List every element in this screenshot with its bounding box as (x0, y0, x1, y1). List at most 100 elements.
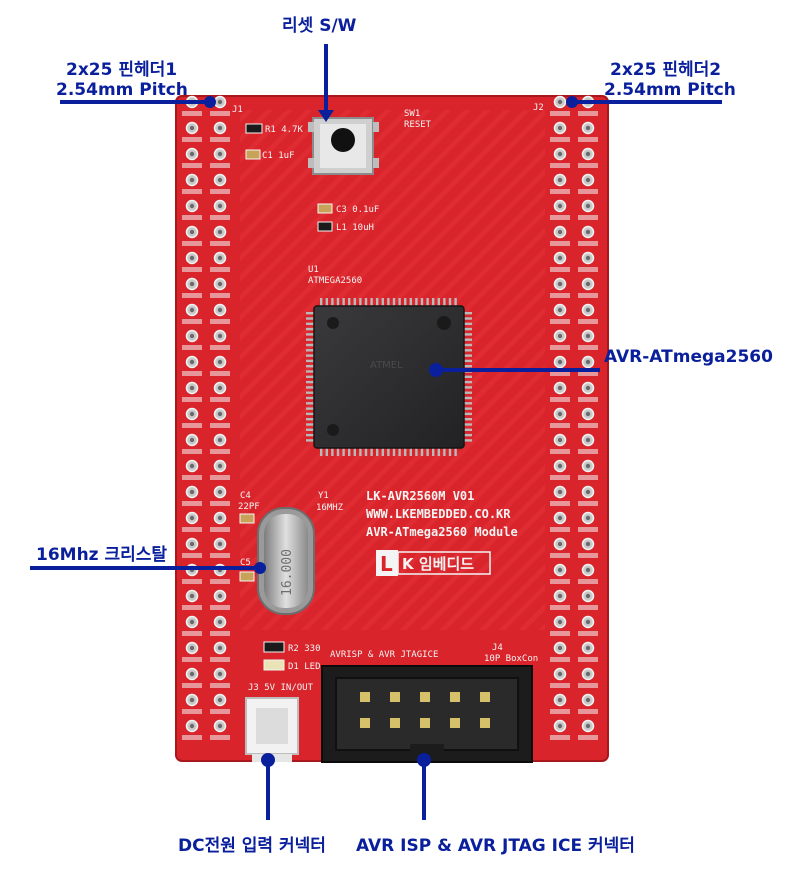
header-hole (217, 255, 223, 261)
mcu-pin (306, 375, 314, 378)
silk-y1-value: 16MHZ (316, 503, 344, 513)
mcu-pin (464, 365, 472, 368)
mcu-pin (464, 312, 472, 315)
header-hole (189, 229, 195, 235)
pin-header-1 (182, 95, 230, 740)
header-pin-label (550, 449, 570, 454)
header-pin-label (182, 267, 202, 272)
silk-c4: C4 (240, 491, 251, 501)
silk-c3: C3 0.1uF (336, 205, 379, 215)
silk-c5: C5 (240, 558, 251, 568)
header-pin-label (578, 371, 598, 376)
mcu-pin (348, 298, 351, 306)
mcu-pin (306, 418, 314, 421)
header-hole (217, 671, 223, 677)
header-pin-label (210, 527, 230, 532)
header-hole (585, 593, 591, 599)
header-pin-label (578, 163, 598, 168)
header-hole (217, 411, 223, 417)
mcu-pin (420, 448, 424, 456)
mcu-pin (325, 448, 328, 456)
header-hole (217, 359, 223, 365)
header-hole (189, 151, 195, 157)
header-hole (557, 645, 563, 651)
header-pin-label (578, 267, 598, 272)
chip-dot-tl (327, 317, 339, 329)
header-hole (217, 385, 223, 391)
label-header1-line1: 2x25 핀헤더1 (66, 60, 178, 80)
isp-pin (450, 692, 460, 702)
mcu-pin (464, 391, 472, 394)
mcu-pin (464, 439, 472, 442)
header-hole (585, 619, 591, 625)
mcu-pin (306, 317, 314, 320)
capacitor-c4 (239, 513, 255, 524)
header-hole (217, 151, 223, 157)
header-hole (557, 307, 563, 313)
mcu-pin (387, 448, 390, 456)
header-hole (585, 125, 591, 131)
header-pin-label (578, 631, 598, 636)
header-hole (557, 437, 563, 443)
mcu-pin (306, 365, 314, 368)
label-header2-line2: 2.54mm Pitch (604, 80, 736, 100)
header-pin-label (578, 137, 598, 142)
header-pin-label (578, 397, 598, 402)
header-hole (189, 515, 195, 521)
header-pin-label (578, 111, 598, 116)
header-hole (557, 567, 563, 573)
mcu-pin (306, 433, 314, 437)
mcu-pin (415, 298, 418, 306)
header-hole (557, 385, 563, 391)
mcu-pin (331, 448, 334, 456)
mcu-pin (306, 439, 314, 442)
header-hole (585, 671, 591, 677)
mcu-pin (464, 386, 472, 389)
header-hole (217, 515, 223, 521)
header-hole (585, 281, 591, 287)
mcu-pin (306, 322, 314, 325)
header-pin-label (578, 449, 598, 454)
mcu-pin (437, 298, 440, 306)
mcu-pin (306, 380, 314, 384)
mcu-pin (464, 349, 472, 352)
mcu-pin (464, 418, 472, 421)
header-hole (189, 255, 195, 261)
header-pin-label (550, 215, 570, 220)
header-pin-label (210, 293, 230, 298)
header-hole (189, 671, 195, 677)
header-hole (585, 489, 591, 495)
header-hole (585, 515, 591, 521)
header-hole (189, 463, 195, 469)
silk-board-line3: AVR-ATmega2560 Module (366, 525, 518, 539)
mcu-pin (464, 428, 472, 431)
mcu-pin (464, 359, 472, 363)
mcu-pin (306, 312, 314, 315)
header-pin-label (550, 631, 570, 636)
label-reset-switch: 리셋 S/W (282, 16, 357, 36)
label-header1-line2: 2.54mm Pitch (56, 80, 188, 100)
header-pin-label (182, 657, 202, 662)
header-hole (557, 489, 563, 495)
header-pin-label (182, 189, 202, 194)
header-pin-label (210, 735, 230, 740)
header-hole (557, 125, 563, 131)
mcu-pin (306, 343, 314, 347)
header-pin-label (210, 553, 230, 558)
header-hole (557, 463, 563, 469)
inductor-l1 (317, 221, 333, 232)
silk-reset: RESET (404, 120, 432, 130)
header-hole (557, 333, 563, 339)
header-hole (189, 437, 195, 443)
header-hole (217, 723, 223, 729)
header-pin-label (578, 709, 598, 714)
header-pin-label (578, 605, 598, 610)
silk-j3: J3 5V IN/OUT (248, 683, 314, 693)
mcu-pin (426, 448, 429, 456)
header-pin-label (210, 397, 230, 402)
silk-l1: L1 10uH (336, 223, 374, 233)
header-pin-label (578, 735, 598, 740)
header-hole (189, 411, 195, 417)
isp-pins (360, 692, 490, 728)
isp-pin (360, 692, 370, 702)
